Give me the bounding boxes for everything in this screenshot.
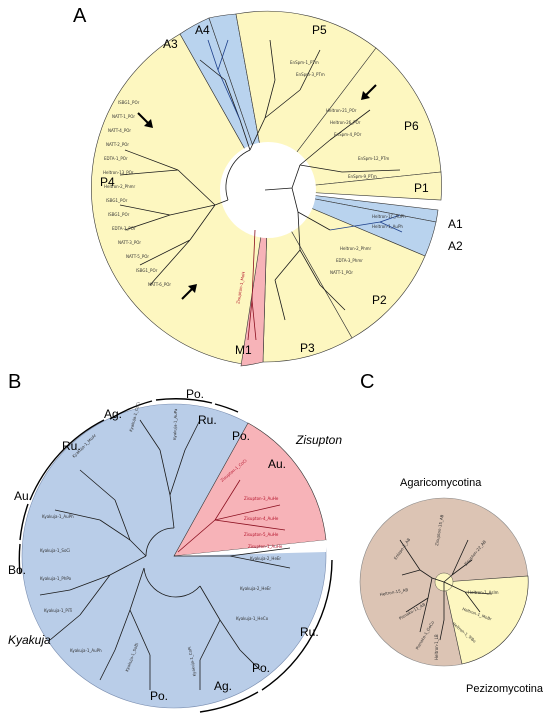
svg-text:Kyakuja-1_PhPo: Kyakuja-1_PhPo — [40, 576, 72, 581]
svg-text:Zisupton-1_MoH: Zisupton-1_MoH — [235, 271, 246, 304]
svg-text:EnSpm-1_PTm: EnSpm-1_PTm — [290, 60, 319, 65]
svg-text:Kyakuja-1_CoPi: Kyakuja-1_CoPi — [187, 646, 197, 677]
c-leaf-0: Zisupton-15_AB — [434, 514, 444, 546]
svg-text:EnSpm-4_POr: EnSpm-4_POr — [334, 132, 362, 137]
clade-label-p4: P4 — [100, 175, 115, 189]
panel-a-sectors — [91, 10, 442, 367]
svg-text:EDTA-3_POr: EDTA-3_POr — [112, 226, 136, 231]
panel-a-letter: A — [73, 5, 87, 27]
panel-b-letter: B — [8, 371, 21, 393]
panel-b: B — [8, 371, 342, 713]
svg-text:Heltron-1_AuPh: Heltron-1_AuPh — [372, 224, 403, 229]
b-label-po-bottom2: Po. — [252, 661, 270, 675]
svg-text:Kyakuja-2_HeEr: Kyakuja-2_HeEr — [240, 586, 271, 591]
c-leaf-8: Heltron-15_AB — [379, 587, 408, 597]
svg-text:NATT-5_POr: NATT-5_POr — [126, 254, 149, 259]
svg-text:Kyakuja-1_HeCo: Kyakuja-1_HeCo — [236, 616, 269, 621]
b-label-au-left: Au. — [14, 489, 32, 503]
group-label-pezizomycotina: Pezizomycotina — [466, 683, 544, 695]
b-label-ru-left: Ru. — [62, 439, 81, 453]
clade-label-a1: A1 — [448, 217, 463, 231]
panel-b-clade-arcs — [18, 398, 333, 713]
b-label-ru-top: Ru. — [198, 413, 217, 427]
svg-text:EDTA-3_Phmr: EDTA-3_Phmr — [336, 258, 363, 263]
svg-text:Zisupton-3_AuHe: Zisupton-3_AuHe — [244, 496, 279, 501]
svg-text:NATT-1_POr: NATT-1_POr — [330, 270, 353, 275]
svg-text:NATT-4_POr: NATT-4_POr — [108, 128, 131, 133]
clade-label-a4: A4 — [195, 23, 210, 37]
clade-label-p3: P3 — [300, 341, 315, 355]
svg-text:Kyakuja-1_AuPh: Kyakuja-1_AuPh — [70, 648, 102, 653]
b-label-po-bottom: Po. — [150, 689, 168, 703]
sector-p6 — [267, 47, 442, 191]
panel-b-tree — [39, 419, 291, 690]
sector-p2 — [267, 189, 426, 339]
svg-text:Kyakuja-2_HeEr: Kyakuja-2_HeEr — [250, 556, 281, 561]
svg-text:Kyakuja-1_PiTi: Kyakuja-1_PiTi — [44, 608, 72, 613]
svg-text:Kyakuja-1_SoCi: Kyakuja-1_SoCi — [40, 548, 70, 553]
panel-a-arrows — [137, 84, 377, 300]
clade-label-p5: P5 — [312, 23, 327, 37]
clade-label-m1: M1 — [235, 343, 252, 357]
svg-text:EnSpm-12_PTm: EnSpm-12_PTm — [358, 156, 389, 161]
svg-text:EnSpm-3_PTm: EnSpm-3_PTm — [296, 72, 325, 77]
svg-text:NATT-3_POr: NATT-3_POr — [118, 240, 141, 245]
svg-text:Heltron-13_POr: Heltron-13_POr — [103, 170, 134, 175]
b-label-au-right: Au. — [268, 457, 286, 471]
sector-p1 — [267, 171, 442, 201]
panel-c: C Zisupton-15_AB Zisupton-22_AB Heltron-… — [359, 371, 544, 695]
svg-text:Zisupton-4_AuHe: Zisupton-4_AuHe — [244, 516, 279, 521]
svg-text:ISBG1_POr: ISBG1_POr — [108, 212, 130, 217]
svg-text:Heltron-1C_AuPh: Heltron-1C_AuPh — [372, 214, 406, 219]
clade-label-p6: P6 — [404, 119, 419, 133]
svg-text:EDTA-1_POr: EDTA-1_POr — [104, 156, 128, 161]
svg-text:Heltron-26_POr: Heltron-26_POr — [330, 120, 361, 125]
svg-text:ISBG1_POr: ISBG1_POr — [118, 100, 140, 105]
svg-text:Zisupton-1_AuHe: Zisupton-1_AuHe — [248, 544, 283, 549]
svg-text:Kyakuja-1_AuPh: Kyakuja-1_AuPh — [42, 514, 74, 519]
sector-p4 — [91, 33, 269, 365]
clade-label-a3: A3 — [163, 37, 178, 51]
svg-text:Heltron-2_Phmr: Heltron-2_Phmr — [340, 246, 372, 251]
svg-text:ISBG1_POr: ISBG1_POr — [106, 198, 128, 203]
panel-c-letter: C — [360, 371, 374, 393]
b-label-po-top: Po. — [186, 387, 204, 401]
pezizomycotina-wedge — [443, 575, 529, 665]
svg-text:EnSpm-9_PTm: EnSpm-9_PTm — [348, 174, 377, 179]
svg-text:Heltron-2_Phmr: Heltron-2_Phmr — [104, 184, 136, 189]
clade-label-p1: P1 — [414, 181, 429, 195]
svg-text:NATT-2_POr: NATT-2_POr — [106, 142, 129, 147]
panel-c-tree — [399, 539, 493, 641]
svg-text:NATT-6_POr: NATT-6_POr — [148, 282, 171, 287]
panel-a-tree — [119, 39, 403, 341]
svg-text:ISBG1_POr: ISBG1_POr — [136, 268, 158, 273]
b-label-po-top2: Po. — [232, 429, 250, 443]
panel-a: A — [73, 5, 463, 367]
clade-label-p2: P2 — [372, 293, 387, 307]
svg-text:NATT-1_POr: NATT-1_POr — [112, 114, 135, 119]
b-label-bo-left: Bo. — [8, 563, 26, 577]
clade-label-a2: A2 — [448, 239, 463, 253]
svg-text:Zisupton-5_AuHe: Zisupton-5_AuHe — [244, 532, 279, 537]
svg-text:Heltron-21_POr: Heltron-21_POr — [326, 108, 357, 113]
gap-wedge — [174, 540, 327, 556]
panel-a-leaves: ISBG1_POr NATT-1_POr NATT-4_POr NATT-2_P… — [103, 60, 406, 304]
c-leaf-2: Heltron-1_AsIm — [468, 590, 499, 595]
b-label-ag-top: Ag. — [104, 407, 122, 421]
c-leaf-5: Heltron-1_LB — [434, 634, 439, 660]
svg-text:Kyakuja-1_AuPa: Kyakuja-1_AuPa — [172, 408, 178, 440]
group-label-agaricomycotina: Agaricomycotina — [400, 477, 482, 489]
b-label-ag-bottom: Ag. — [214, 679, 232, 693]
group-label-kyakuja: Kyakuja — [8, 633, 51, 647]
b-label-ru-right: Ru. — [300, 625, 319, 639]
group-label-zisupton: Zisupton — [295, 433, 342, 447]
